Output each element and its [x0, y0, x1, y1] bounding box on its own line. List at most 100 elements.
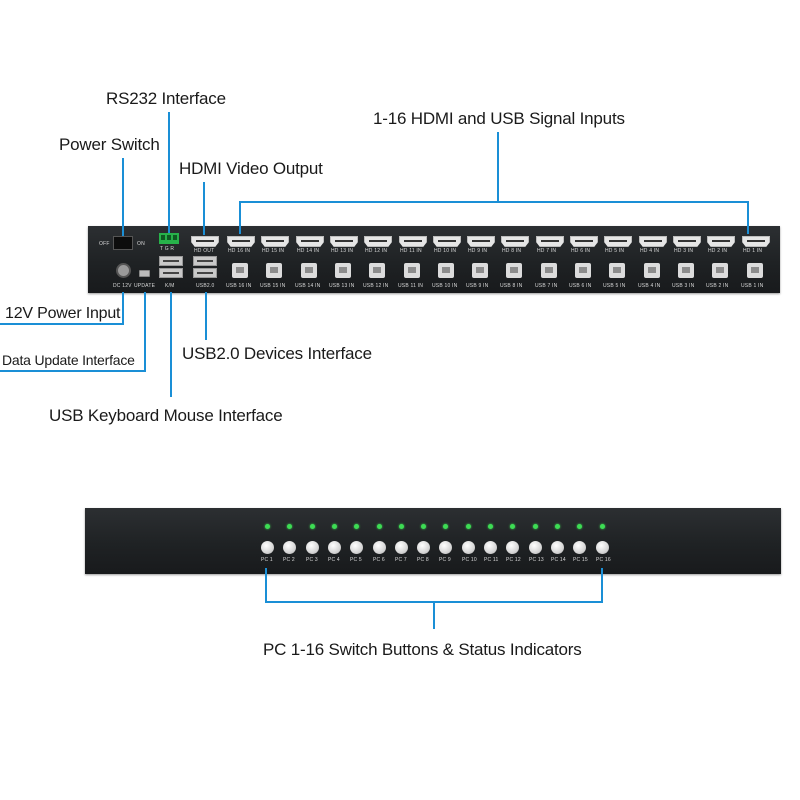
- power-switch[interactable]: [113, 236, 133, 250]
- hdmi-input-port[interactable]: [707, 236, 735, 247]
- hdmi-input-label: HD 5 IN: [605, 248, 625, 254]
- rs232-label: RS232 Interface: [106, 89, 226, 108]
- pc-switch-button[interactable]: [596, 541, 609, 554]
- usb20-port-top[interactable]: [193, 256, 217, 266]
- usb-input-label: USB 3 IN: [672, 283, 695, 289]
- usb-km-label: USB Keyboard Mouse Interface: [49, 406, 283, 425]
- km-usb-port-bottom[interactable]: [159, 268, 183, 278]
- usb-input-port[interactable]: [232, 263, 248, 278]
- pc-switch-button[interactable]: [395, 541, 408, 554]
- hdmi-input-port[interactable]: [673, 236, 701, 247]
- hdmi-input-port[interactable]: [536, 236, 564, 247]
- pc-switch-button[interactable]: [462, 541, 475, 554]
- usb20-port-bottom[interactable]: [193, 268, 217, 278]
- usb-input-label: USB 8 IN: [500, 283, 523, 289]
- hdmi-input-port[interactable]: [364, 236, 392, 247]
- pc-button-label: PC 7: [395, 557, 407, 563]
- usb-input-port[interactable]: [266, 263, 282, 278]
- on-label: ON: [137, 241, 145, 247]
- usb-input-port[interactable]: [575, 263, 591, 278]
- hdmi-input-label: HD 2 IN: [708, 248, 728, 254]
- usb-input-port[interactable]: [301, 263, 317, 278]
- hdmi-input-port[interactable]: [604, 236, 632, 247]
- pc-button-label: PC 5: [350, 557, 362, 563]
- status-led: [488, 524, 493, 529]
- usb-input-label: USB 11 IN: [398, 283, 424, 289]
- pc-switch-button[interactable]: [484, 541, 497, 554]
- pc-switch-button[interactable]: [439, 541, 452, 554]
- pc-switch-button[interactable]: [551, 541, 564, 554]
- usb-input-port[interactable]: [609, 263, 625, 278]
- usb-input-port[interactable]: [712, 263, 728, 278]
- usb-input-port[interactable]: [747, 263, 763, 278]
- hdmi-input-label: HD 10 IN: [434, 248, 457, 254]
- pc-buttons-label: PC 1-16 Switch Buttons & Status Indicato…: [263, 640, 582, 659]
- hdmi-input-port[interactable]: [399, 236, 427, 247]
- rs232-connector[interactable]: [159, 233, 179, 244]
- update-port[interactable]: [139, 270, 150, 277]
- pc-button-label: PC 4: [328, 557, 340, 563]
- pc-switch-button[interactable]: [283, 541, 296, 554]
- usb-input-port[interactable]: [678, 263, 694, 278]
- power-switch-callout-line: [122, 158, 124, 236]
- hdmi-input-port[interactable]: [639, 236, 667, 247]
- pc-button-label: PC 16: [596, 557, 611, 563]
- hdmi-input-port[interactable]: [501, 236, 529, 247]
- usb-input-label: USB 14 IN: [295, 283, 321, 289]
- status-led: [265, 524, 270, 529]
- hdmi-input-port[interactable]: [570, 236, 598, 247]
- usb-input-label: USB 10 IN: [432, 283, 458, 289]
- inputs-callout-left: [239, 201, 241, 234]
- usb-input-label: USB 13 IN: [329, 283, 355, 289]
- pc-switch-button[interactable]: [350, 541, 363, 554]
- pc-switch-button[interactable]: [328, 541, 341, 554]
- update-callout-vert: [144, 292, 146, 371]
- data-update-label: Data Update Interface: [2, 352, 135, 368]
- hdmi-input-port[interactable]: [261, 236, 289, 247]
- pc-switch-button[interactable]: [529, 541, 542, 554]
- pc-switch-button[interactable]: [573, 541, 586, 554]
- usb-input-label: USB 1 IN: [741, 283, 764, 289]
- inputs-callout-stem: [497, 132, 499, 202]
- pc-bracket-left: [265, 568, 267, 602]
- usb-input-port[interactable]: [506, 263, 522, 278]
- pc-switch-button[interactable]: [373, 541, 386, 554]
- pc-bracket-stem: [433, 601, 435, 629]
- pc-switch-button[interactable]: [306, 541, 319, 554]
- hdmi-input-port[interactable]: [742, 236, 770, 247]
- pc-switch-button[interactable]: [417, 541, 430, 554]
- hdmi-input-port[interactable]: [227, 236, 255, 247]
- usb-input-port[interactable]: [438, 263, 454, 278]
- hdmi-input-label: HD 1 IN: [743, 248, 763, 254]
- dc12v-label: DC 12V: [113, 283, 132, 289]
- usb-input-port[interactable]: [404, 263, 420, 278]
- hdmi-input-label: HD 16 IN: [228, 248, 251, 254]
- hdmi-input-label: HD 4 IN: [640, 248, 660, 254]
- status-led: [332, 524, 337, 529]
- hdmi-input-port[interactable]: [467, 236, 495, 247]
- usb-input-port[interactable]: [369, 263, 385, 278]
- hdmi-output-port[interactable]: [191, 236, 219, 247]
- usb-input-port[interactable]: [335, 263, 351, 278]
- hdmi-output-callout-line: [203, 182, 205, 235]
- dc-power-jack[interactable]: [116, 263, 131, 278]
- pc-button-label: PC 3: [306, 557, 318, 563]
- usb-devices-label: USB2.0 Devices Interface: [182, 344, 372, 363]
- usb-input-port[interactable]: [541, 263, 557, 278]
- km-usb-port-top[interactable]: [159, 256, 183, 266]
- usb-input-port[interactable]: [472, 263, 488, 278]
- hdmi-input-port[interactable]: [330, 236, 358, 247]
- power-input-callout-horiz: [0, 323, 124, 325]
- hdmi-input-port[interactable]: [433, 236, 461, 247]
- usb-input-label: USB 7 IN: [535, 283, 558, 289]
- hdmi-input-port[interactable]: [296, 236, 324, 247]
- usb20-callout-line: [205, 292, 207, 340]
- usb-input-port[interactable]: [644, 263, 660, 278]
- pc-switch-button[interactable]: [261, 541, 274, 554]
- hdmi-output-label: HDMI Video Output: [179, 159, 323, 178]
- km-label: K/M: [165, 283, 175, 289]
- hdmi-usb-inputs-label: 1-16 HDMI and USB Signal Inputs: [373, 109, 625, 128]
- hdmi-input-label: HD 6 IN: [571, 248, 591, 254]
- status-led: [421, 524, 426, 529]
- pc-switch-button[interactable]: [506, 541, 519, 554]
